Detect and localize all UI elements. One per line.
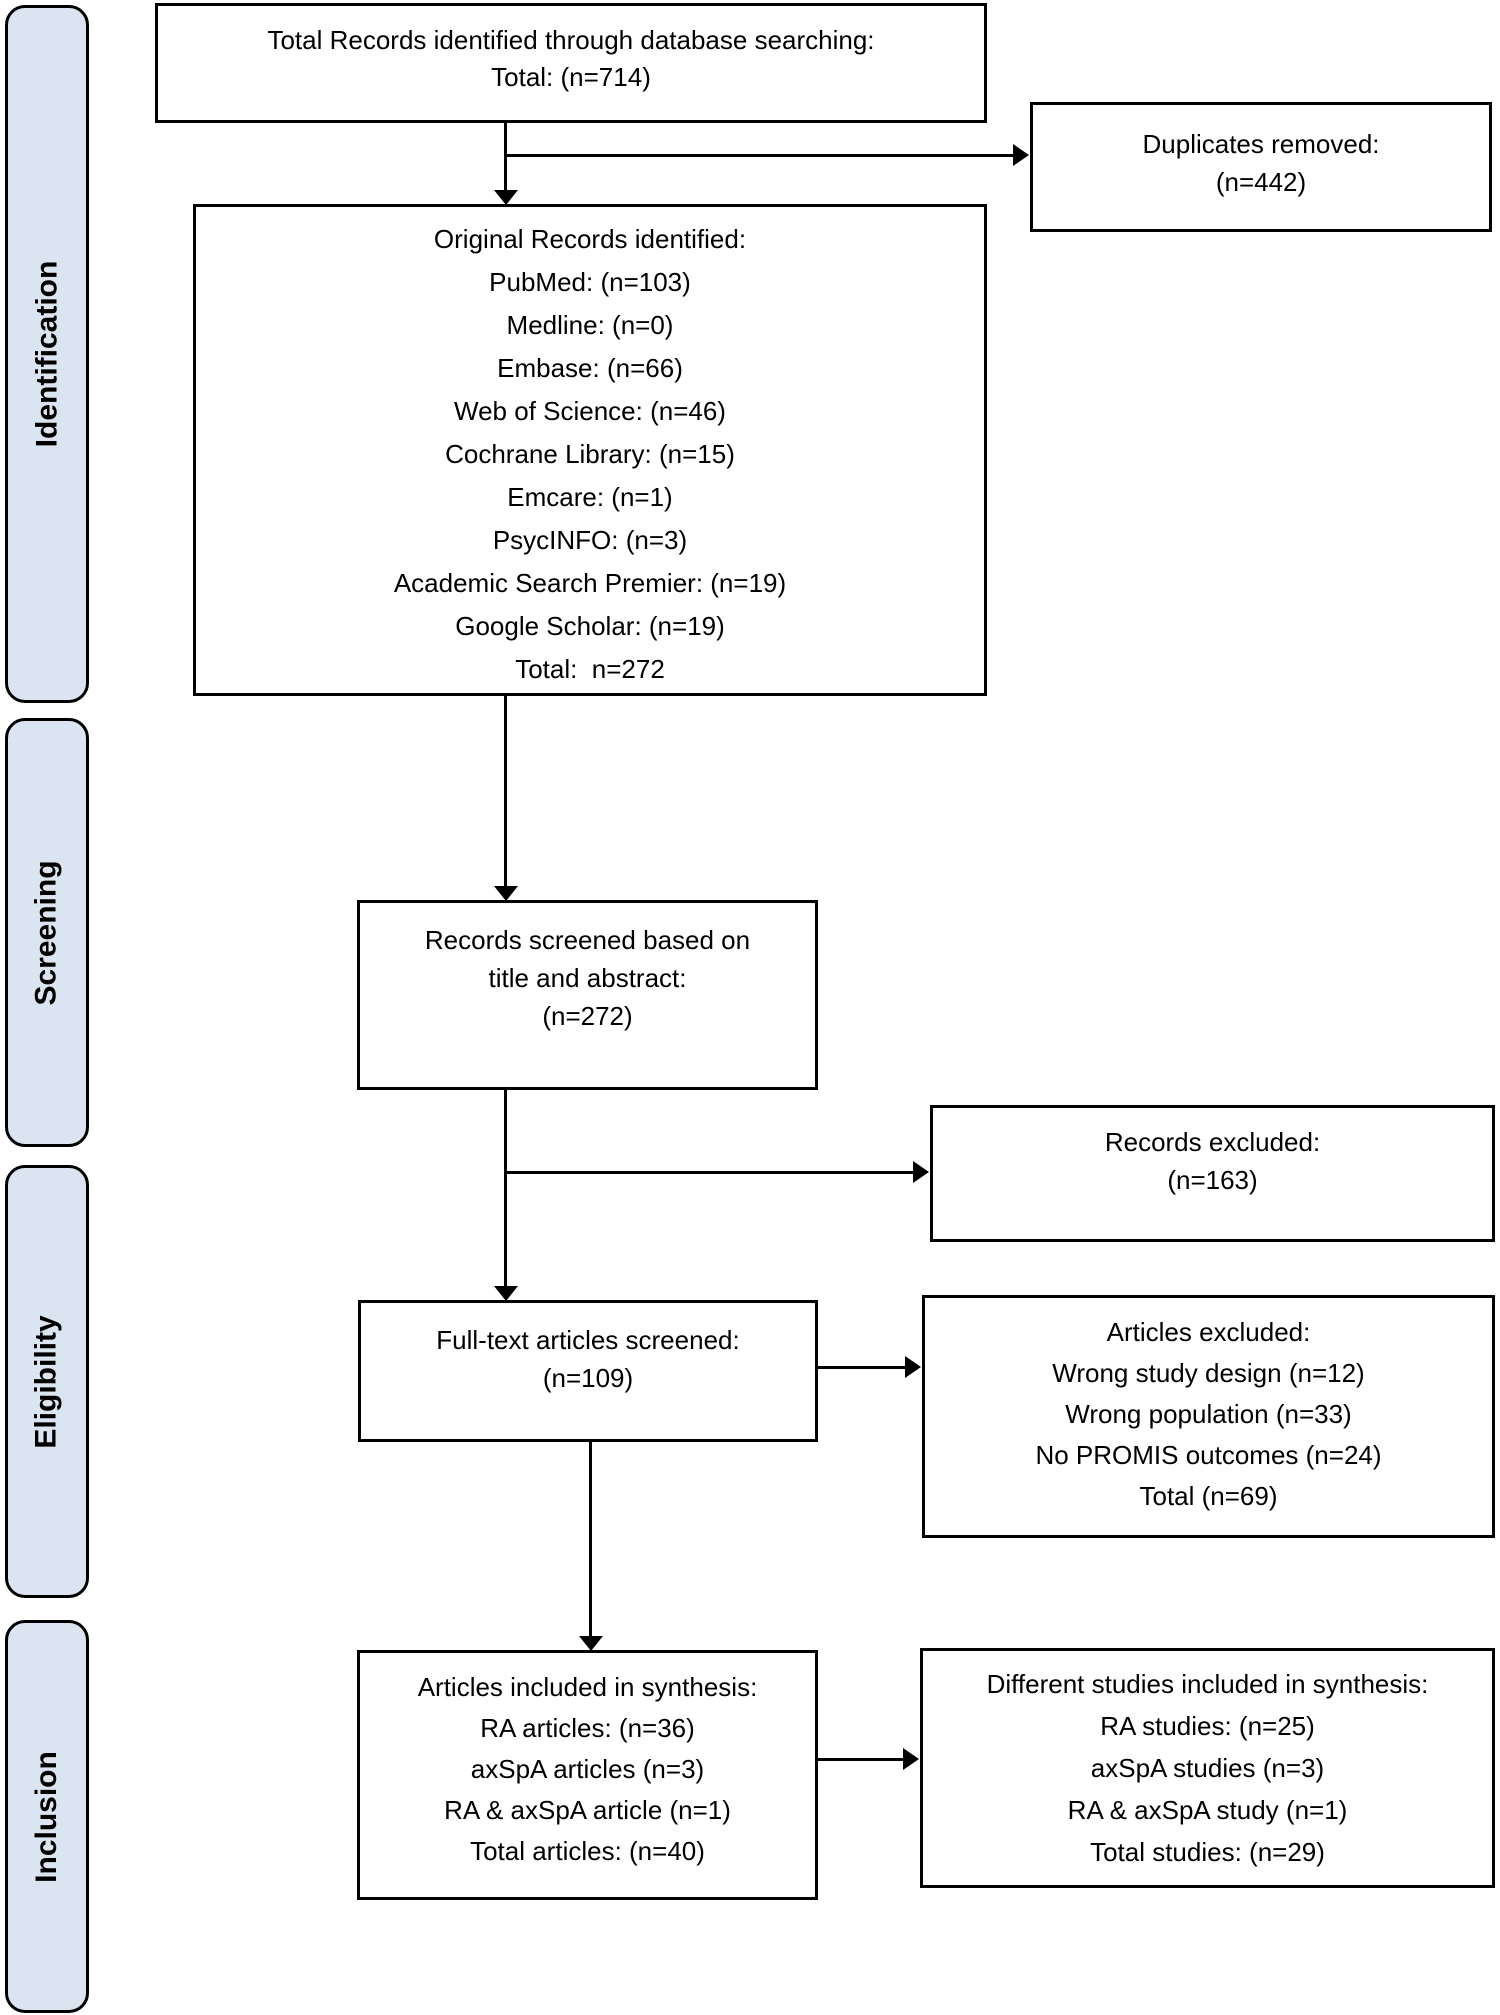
text-line: Wrong population (n=33) <box>1065 1399 1352 1429</box>
text-line: axSpA studies (n=3) <box>1090 1753 1325 1783</box>
box-articles-excluded: Articles excluded: Wrong study design (n… <box>922 1295 1495 1538</box>
arrow-line-fulltext-to-included <box>589 1442 592 1637</box>
box-records-excluded: Records excluded: (n=163) <box>930 1105 1495 1242</box>
arrow-line-to-records-excluded <box>505 1171 915 1174</box>
arrow-line-to-articles-excluded <box>818 1366 906 1369</box>
stage-identification-label: Identification <box>30 260 64 448</box>
text-line: (n=163) <box>1167 1165 1258 1195</box>
text-line: Total articles: (n=40) <box>470 1836 705 1866</box>
text-line: title and abstract: <box>488 963 687 993</box>
arrowhead-down-to-fulltext <box>494 1286 518 1301</box>
text-line: Records screened based on <box>424 925 751 955</box>
text-line: PubMed: (n=103) <box>489 267 691 297</box>
box-original-records: Original Records identified: PubMed: (n=… <box>193 204 987 696</box>
text-line: RA & axSpA study (n=1) <box>1067 1795 1348 1825</box>
arrowhead-down-to-included <box>579 1636 603 1651</box>
box-articles-included: Articles included in synthesis: RA artic… <box>357 1650 818 1900</box>
arrow-line-original-to-screened <box>504 696 507 887</box>
stage-inclusion-label: Inclusion <box>30 1750 63 1883</box>
arrowhead-right-to-duplicates <box>1013 144 1029 166</box>
text-line: Total: (n=714) <box>491 62 651 92</box>
text-line: (n=442) <box>1215 167 1307 197</box>
stage-screening: Screening <box>5 718 89 1147</box>
text-line: No PROMIS outcomes (n=24) <box>1035 1440 1382 1470</box>
text-line: Academic Search Premier: (n=19) <box>393 568 787 598</box>
text-line: Wrong study design (n=12) <box>1052 1358 1365 1388</box>
text-line: axSpA articles (n=3) <box>470 1754 705 1784</box>
arrow-line-screened-to-fulltext <box>504 1090 507 1287</box>
box-fulltext-screened: Full-text articles screened: (n=109) <box>358 1300 818 1442</box>
text-line: RA articles: (n=36) <box>480 1713 695 1743</box>
text-line: Cochrane Library: (n=15) <box>445 439 735 469</box>
stage-eligibility: Eligibility <box>5 1165 89 1598</box>
box-records-screened: Records screened based on title and abst… <box>357 900 818 1090</box>
text-line: Total studies: (n=29) <box>1090 1837 1325 1867</box>
box-total-records: Total Records identified through databas… <box>155 3 987 123</box>
box-duplicates-removed: Duplicates removed: (n=442) <box>1030 102 1492 232</box>
text-line: PsycINFO: (n=3) <box>492 525 688 555</box>
text-line: Records excluded: <box>1104 1127 1321 1157</box>
arrowhead-down-to-screened <box>494 886 518 901</box>
text-line: Google Scholar: (n=19) <box>455 611 725 641</box>
text-line: Total Records identified through databas… <box>267 25 875 55</box>
text-line: Total (n=69) <box>1139 1481 1278 1511</box>
text-line: RA studies: (n=25) <box>1100 1711 1315 1741</box>
text-line: Medline: (n=0) <box>506 310 674 340</box>
text-line: Emcare: (n=1) <box>507 482 673 512</box>
text-line: Web of Science: (n=46) <box>454 396 726 426</box>
arrowhead-down-to-original <box>494 190 518 205</box>
arrowhead-right-to-articles-excluded <box>905 1356 921 1378</box>
text-line: Duplicates removed: <box>1142 129 1380 159</box>
text-line: Different studies included in synthesis: <box>986 1669 1429 1699</box>
arrow-line-to-duplicates <box>505 154 1013 157</box>
stage-screening-label: Screening <box>30 859 63 1006</box>
arrow-line-to-studies-included <box>818 1758 904 1761</box>
arrowhead-right-to-studies-included <box>903 1748 919 1770</box>
arrowhead-right-to-records-excluded <box>913 1161 929 1183</box>
text-line: Articles excluded: <box>1106 1317 1311 1347</box>
stage-inclusion: Inclusion <box>5 1620 89 2013</box>
text-line: (n=109) <box>542 1363 634 1393</box>
text-line: Articles included in synthesis: <box>417 1672 758 1702</box>
text-line: Embase: (n=66) <box>497 353 683 383</box>
text-line: Full-text articles screened: <box>436 1325 740 1355</box>
text-line: Total: n=272 <box>515 654 665 684</box>
text-line: Original Records identified: <box>433 224 747 254</box>
text-line: (n=272) <box>542 1001 633 1031</box>
stage-identification: Identification <box>5 5 89 703</box>
box-studies-included: Different studies included in synthesis:… <box>920 1648 1495 1888</box>
stage-eligibility-label: Eligibility <box>30 1314 64 1449</box>
text-line: RA & axSpA article (n=1) <box>444 1795 731 1825</box>
arrow-line-total-to-original <box>504 123 507 193</box>
